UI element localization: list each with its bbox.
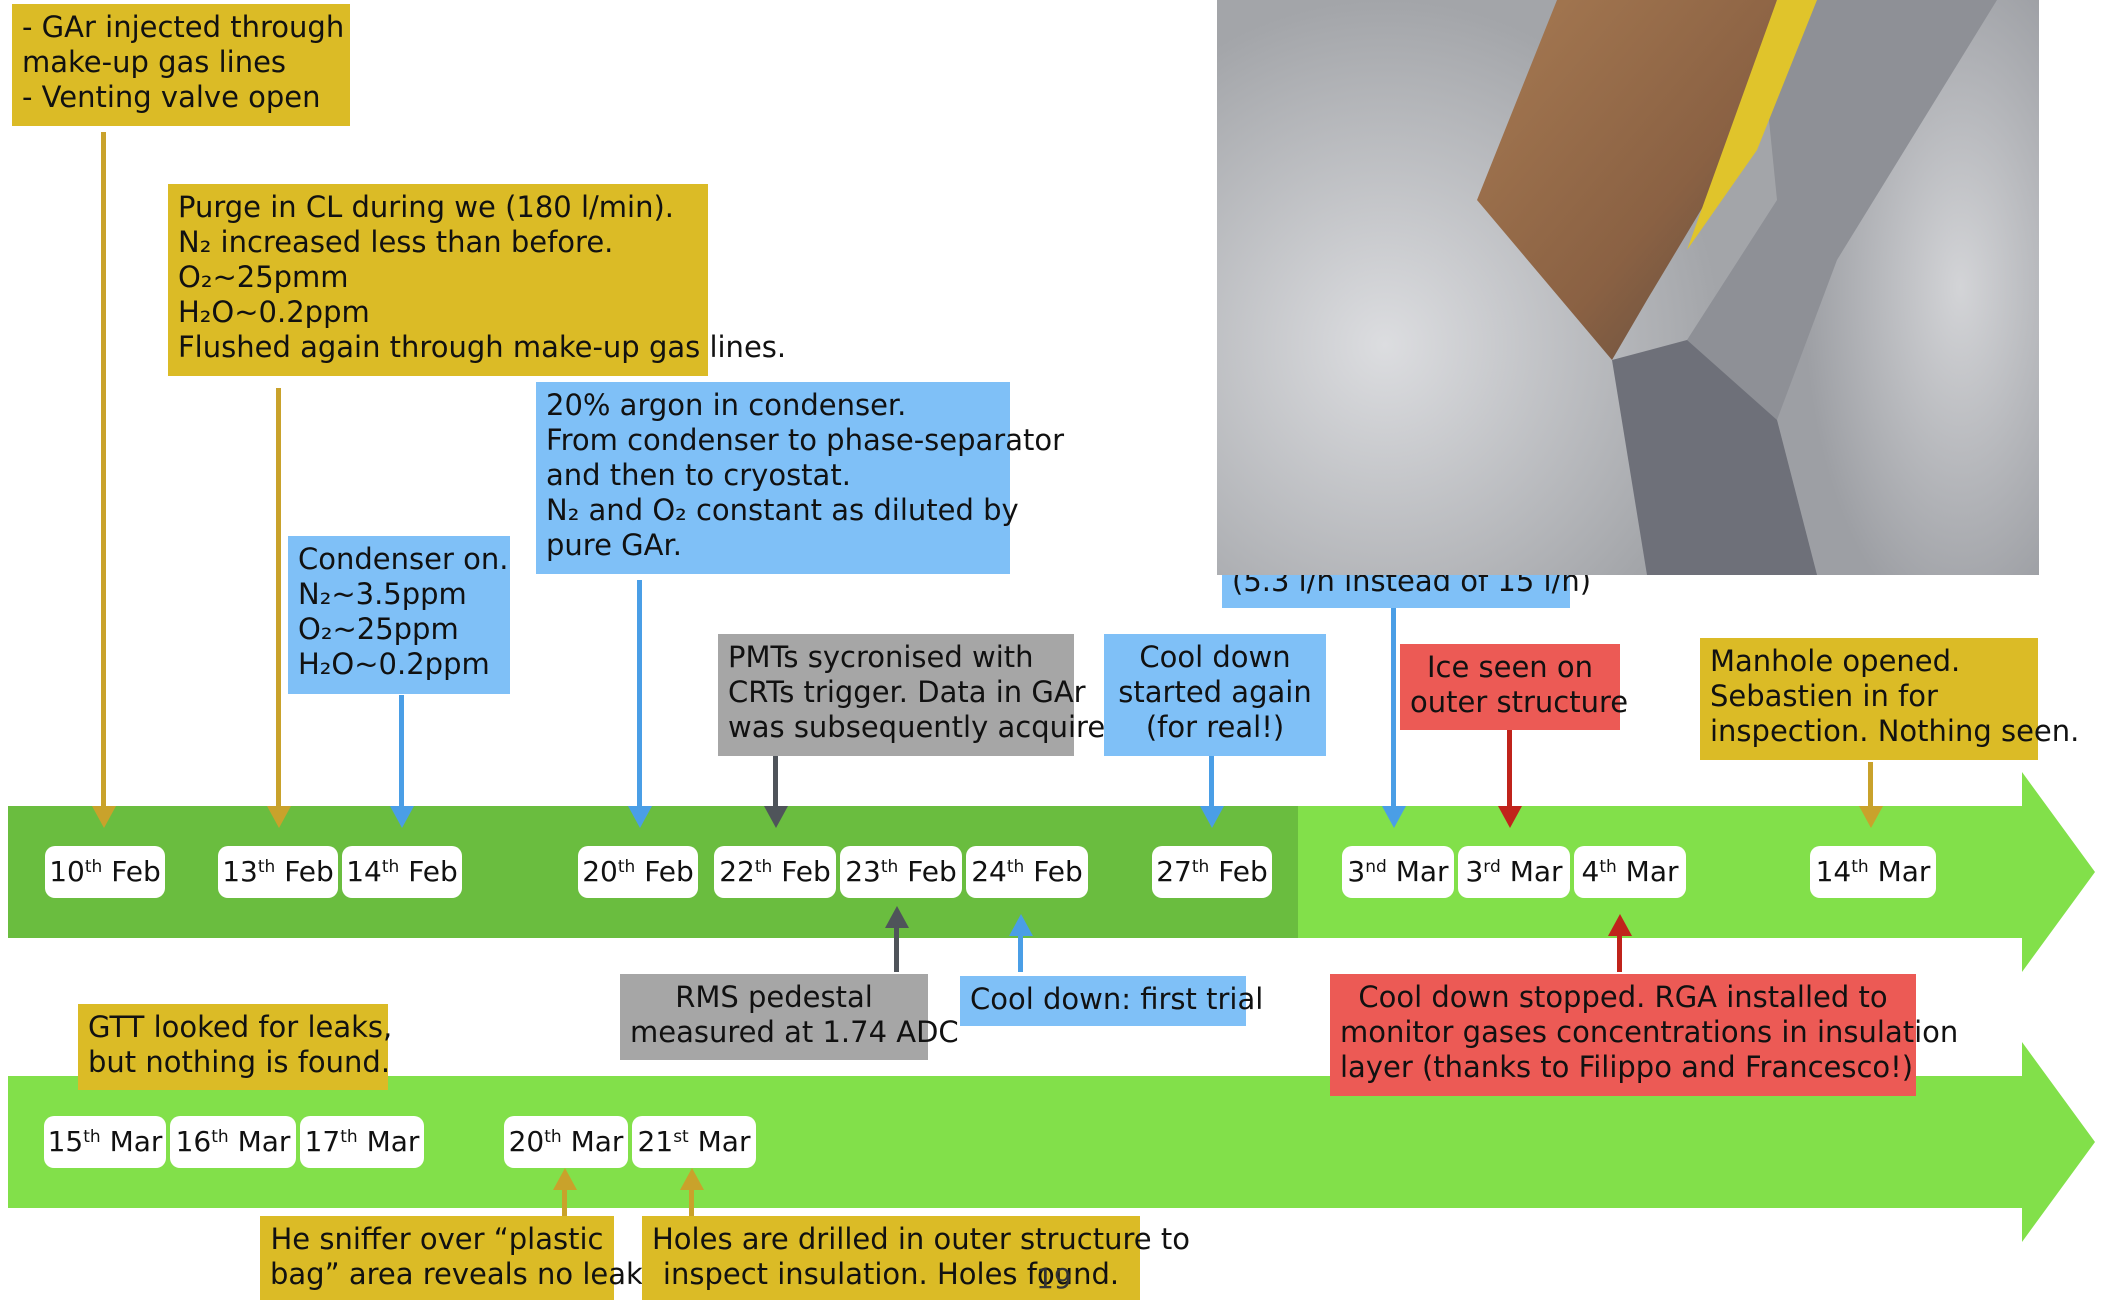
arrowhead-4-mar — [1608, 914, 1632, 936]
date-22-feb: 22th Feb — [714, 846, 836, 898]
note-ice-seen: Ice seen on outer structure — [1400, 644, 1628, 730]
note-cool-down-first: Cool down: first trial — [960, 976, 1263, 1026]
arrowhead-20-mar — [553, 1168, 577, 1190]
note-cool-down-again: Cool down started again (for real!) — [1104, 634, 1326, 756]
note-manhole: Manhole opened. Sebastien in for inspect… — [1700, 638, 2079, 760]
note-pmts-sync: PMTs sycronised with CRTs trigger. Data … — [718, 634, 1133, 756]
arrow-3nd-mar — [1391, 608, 1396, 808]
arrowhead-22-feb — [764, 806, 788, 828]
page-number: 19 — [1036, 1262, 1072, 1295]
arrow-14-feb — [399, 695, 404, 808]
inspection-photo-graphic — [1217, 0, 2039, 575]
arrow-14-mar — [1868, 762, 1873, 808]
note-condenser-on: Condenser on. N₂~3.5ppm O₂~25ppm H₂O~0.2… — [288, 536, 510, 694]
date-14-feb: 14th Feb — [342, 846, 462, 898]
arrowhead-14-feb — [390, 806, 414, 828]
arrow-10-feb — [101, 132, 106, 808]
date-17-mar: 17th Mar — [300, 1116, 424, 1168]
note-he-sniffer: He sniffer over “plastic bag” area revea… — [260, 1216, 658, 1300]
arrow-27-feb — [1209, 756, 1214, 808]
date-20-mar: 20th Mar — [504, 1116, 628, 1168]
arrowhead-3nd-mar — [1382, 806, 1406, 828]
arrow-20-mar — [562, 1188, 567, 1218]
date-21-mar: 21st Mar — [632, 1116, 756, 1168]
note-cool-down-stopped: Cool down stopped. RGA installed to moni… — [1330, 974, 1958, 1096]
note-rms-pedestal: RMS pedestal measured at 1.74 ADC — [620, 974, 959, 1060]
arrowhead-14-mar — [1859, 806, 1883, 828]
note-gtt-leaks: GTT looked for leaks, but nothing is fou… — [78, 1004, 392, 1090]
arrowhead-3rd-mar — [1498, 806, 1522, 828]
arrow-13-feb — [276, 388, 281, 808]
note-purge: Purge in CL during we (180 l/min). N₂ in… — [168, 184, 786, 376]
date-4-mar: 4th Mar — [1574, 846, 1686, 898]
note-holes-drilled: Holes are drilled in outer structure to … — [642, 1216, 1190, 1300]
date-27-feb: 27th Feb — [1152, 846, 1272, 898]
date-24-feb: 24th Feb — [966, 846, 1088, 898]
arrow-21-mar — [689, 1188, 694, 1218]
note-gar-injected: - GAr injected through make-up gas lines… — [12, 4, 350, 126]
date-10-feb: 10th Feb — [45, 846, 165, 898]
arrow-24-feb — [1018, 934, 1023, 972]
arrow-3rd-mar — [1507, 728, 1512, 808]
arrow-20-feb — [637, 580, 642, 808]
arrow-22-feb — [773, 756, 778, 808]
arrowhead-23-feb — [885, 906, 909, 928]
arrow-4-mar — [1617, 934, 1622, 972]
date-3rd-mar: 3rd Mar — [1458, 846, 1570, 898]
date-15-mar: 15th Mar — [44, 1116, 166, 1168]
date-16-mar: 16th Mar — [170, 1116, 296, 1168]
date-13-feb: 13th Feb — [218, 846, 338, 898]
arrowhead-24-feb — [1009, 914, 1033, 936]
arrow-23-feb — [894, 926, 899, 972]
arrowhead-21-mar — [680, 1168, 704, 1190]
arrowhead-13-feb — [267, 806, 291, 828]
inspection-photo — [1217, 0, 2039, 575]
date-14-mar: 14th Mar — [1810, 846, 1936, 898]
arrowhead-20-feb — [628, 806, 652, 828]
date-20-feb: 20th Feb — [578, 846, 698, 898]
arrowhead-10-feb — [92, 806, 116, 828]
date-3nd-mar: 3nd Mar — [1342, 846, 1454, 898]
note-argon-condenser: 20% argon in condenser. From condenser t… — [536, 382, 1064, 574]
date-23-feb: 23th Feb — [840, 846, 962, 898]
arrowhead-27-feb — [1200, 806, 1224, 828]
